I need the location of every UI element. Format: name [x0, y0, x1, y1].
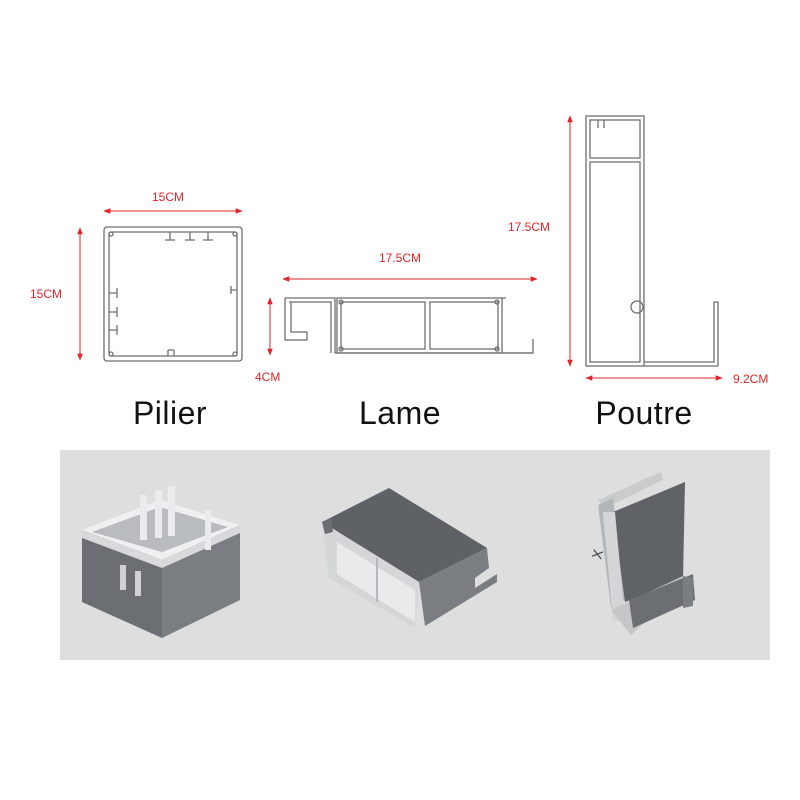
poutre-photo: X: [533, 450, 770, 660]
lame-photo: [297, 450, 534, 660]
lame-title: Lame: [358, 395, 442, 431]
poutre-height-label: 17.5CM: [508, 220, 550, 234]
pilier-width-label: 15CM: [152, 190, 184, 204]
poutre-width-label: 9.2CM: [733, 372, 768, 386]
lame-width-label: 17.5CM: [379, 251, 421, 265]
pilier-profile-drawing: [103, 226, 243, 362]
pilier-title: Pilier: [132, 395, 208, 431]
lame-height-label: 4CM: [255, 370, 280, 384]
lame-profile-drawing: [284, 297, 534, 354]
poutre-profile-drawing: [585, 115, 719, 367]
pilier-height-label: 15CM: [30, 287, 62, 301]
pilier-photo: [60, 450, 297, 660]
poutre-title: Poutre: [595, 395, 693, 431]
